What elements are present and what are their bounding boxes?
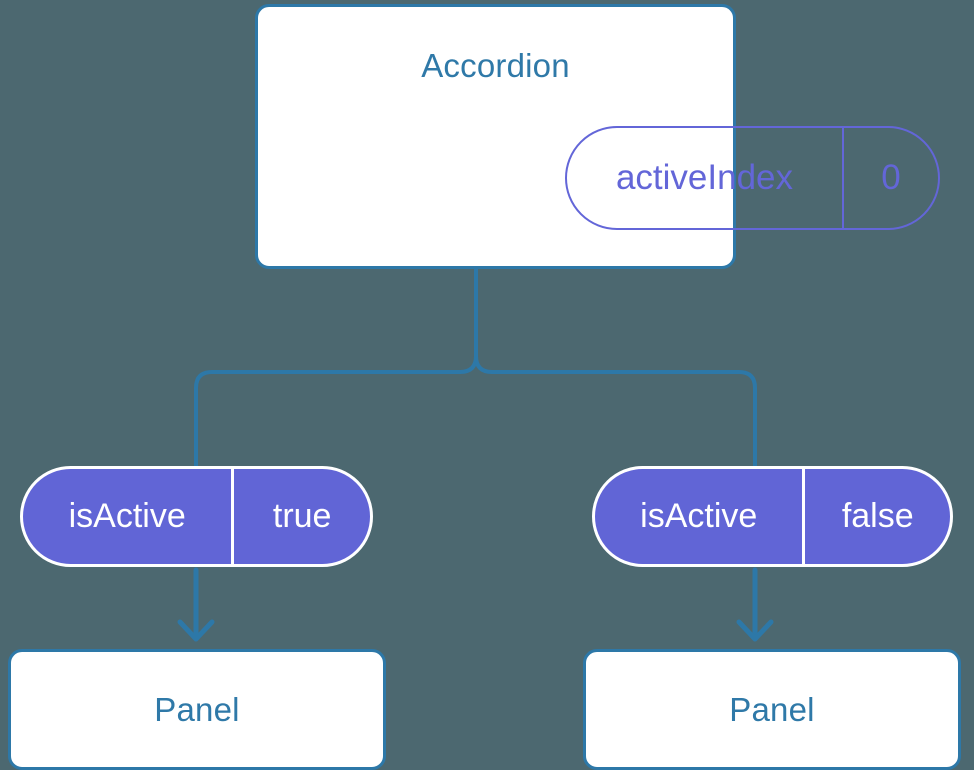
arrow-right-pill-to-panel [736,567,774,642]
arrow-left-pill-to-panel [177,567,215,642]
accordion-node[interactable]: Accordion activeIndex 0 [255,4,940,269]
prop-pill-is-active-left[interactable]: isActive true [20,466,373,567]
accordion-node-title: Accordion [421,47,570,84]
prop-pill-key: isActive [68,497,186,535]
state-pill-active-index[interactable]: activeIndex 0 [565,126,940,230]
prop-pill-key: isActive [640,497,758,535]
prop-pill-value: false [802,469,950,564]
prop-pill-value: true [231,469,370,564]
state-pill-value: 0 [842,128,938,228]
state-pill-key: activeIndex [615,158,794,197]
panel-node-right[interactable]: Panel [583,649,961,770]
panel-node-title: Panel [729,690,815,728]
prop-pill-is-active-right[interactable]: isActive false [592,466,953,567]
connector-trunk-right [474,267,757,468]
panel-node-title: Panel [154,690,240,728]
connector-trunk [194,267,478,468]
panel-node-left[interactable]: Panel [8,649,386,770]
